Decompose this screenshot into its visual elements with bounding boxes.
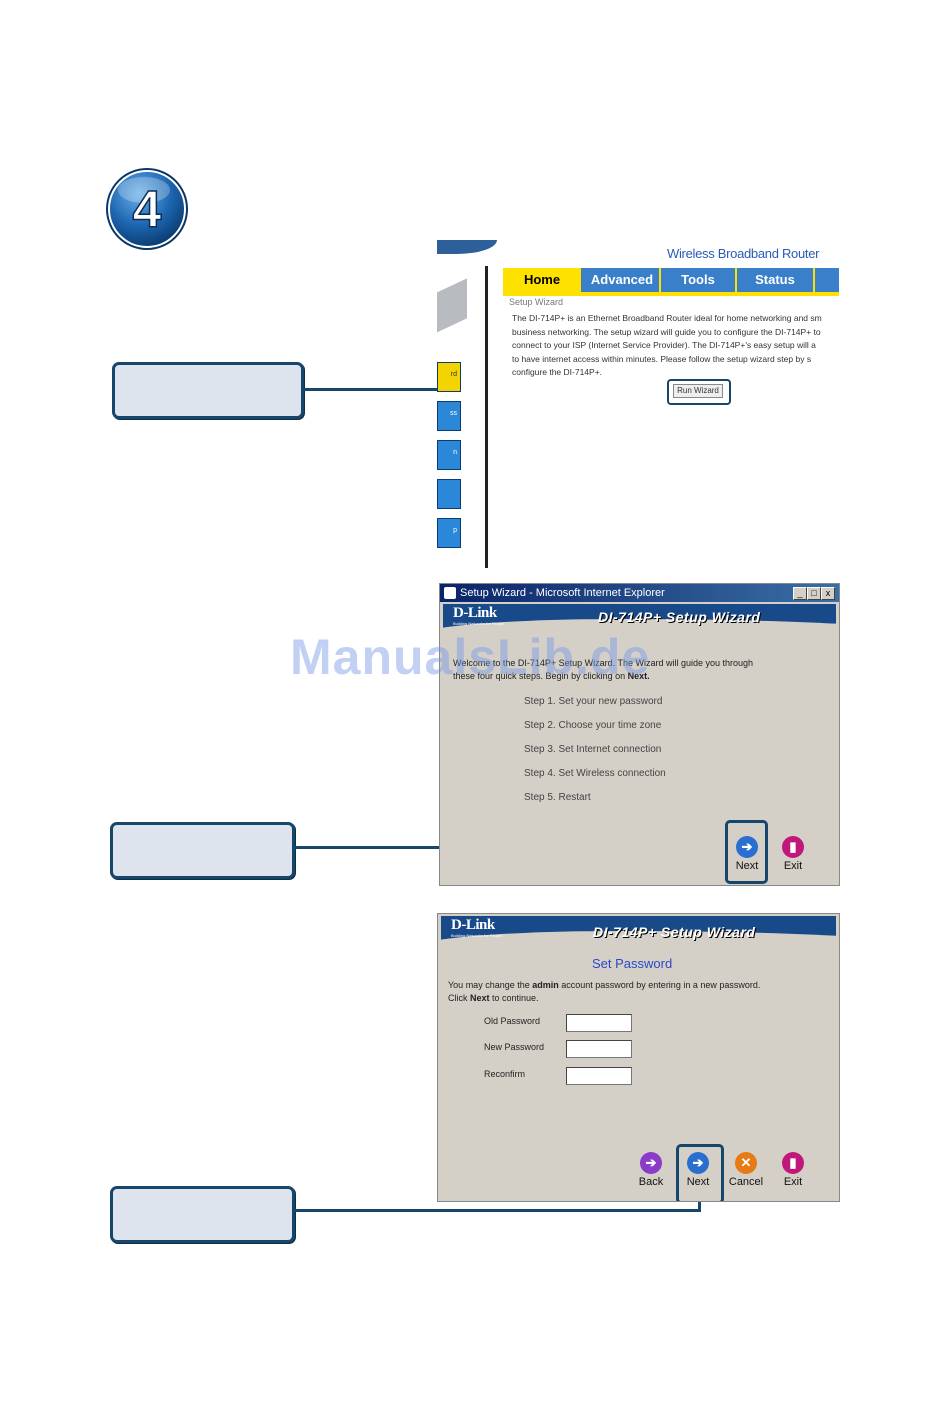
next-label: Next <box>686 1176 710 1188</box>
divider-line <box>485 266 488 568</box>
step-number-badge: 4 <box>106 168 188 250</box>
back-button[interactable]: ➔ Back <box>631 1152 671 1192</box>
desc-text: to continue. <box>489 993 539 1003</box>
step-item: Step 4. Set Wireless connection <box>524 768 666 779</box>
welcome-text-line2-a: these four quick steps. Begin by clickin… <box>453 671 628 681</box>
set-password-heading: Set Password <box>592 956 673 971</box>
router-device-image <box>437 278 467 342</box>
next-button[interactable]: ➔ Next <box>727 836 767 876</box>
tab-home[interactable]: Home <box>503 268 581 292</box>
password-desc-line1: You may change the admin account passwor… <box>448 980 760 990</box>
sidebar-button-wizard[interactable]: rd <box>437 362 461 392</box>
new-password-input[interactable] <box>566 1040 632 1058</box>
dlink-logo: D-Link <box>451 917 495 933</box>
new-password-label: New Password <box>484 1042 545 1052</box>
leader-line-next-2 <box>292 1209 701 1212</box>
wizard-banner: D-Link Building Networks for People DI-7… <box>441 916 836 946</box>
cancel-button[interactable]: ✕ Cancel <box>726 1152 766 1192</box>
tab-advanced[interactable]: Advanced <box>590 272 654 287</box>
minimize-button[interactable]: _ <box>793 587 807 600</box>
dlink-tagline: Building Networks for People <box>453 621 505 626</box>
router-home-screenshot: Wireless Broadband Router rd ss n p Home… <box>437 240 839 568</box>
callout-box-next-1 <box>110 822 295 879</box>
exit-label: Exit <box>783 860 803 872</box>
back-arrow-icon: ➔ <box>640 1152 662 1174</box>
reconfirm-password-input[interactable] <box>566 1067 632 1085</box>
password-desc-line2: Click Next to continue. <box>448 993 539 1003</box>
desc-admin: admin <box>532 980 559 990</box>
desc-next: Next <box>470 993 490 1003</box>
wizard-title: DI-714P+ Setup Wizard <box>598 609 761 625</box>
exit-door-icon: ▮ <box>782 836 804 858</box>
banner-wave <box>443 619 836 634</box>
tab-bar: Home Advanced Tools Status <box>503 268 839 292</box>
sidebar-button-wireless[interactable]: ss <box>437 401 461 431</box>
back-label: Back <box>638 1176 664 1188</box>
tab-status[interactable]: Status <box>755 272 795 287</box>
step-item: Step 5. Restart <box>524 792 591 803</box>
tab-separator <box>735 268 737 292</box>
product-brand: Wireless Broadband Router <box>667 246 820 261</box>
step-item: Step 1. Set your new password <box>524 696 663 707</box>
window-title: Setup Wizard - Microsoft Internet Explor… <box>460 587 665 599</box>
set-password-window: D-Link Building Networks for People DI-7… <box>437 913 840 1202</box>
dlink-tagline: Building Networks for People <box>451 933 503 938</box>
run-wizard-highlight: Run Wizard <box>667 379 731 405</box>
exit-button[interactable]: ▮ Exit <box>773 1152 813 1192</box>
window-title-bar: Setup Wizard - Microsoft Internet Explor… <box>440 584 839 602</box>
step-number: 4 <box>133 181 162 239</box>
ie-icon <box>444 587 456 599</box>
old-password-label: Old Password <box>484 1016 541 1026</box>
exit-button[interactable]: ▮ Exit <box>773 836 813 876</box>
step-item: Step 3. Set Internet connection <box>524 744 662 755</box>
desc-text: Click <box>448 993 470 1003</box>
wizard-title: DI-714P+ Setup Wizard <box>593 924 756 940</box>
tab-separator <box>659 268 661 292</box>
welcome-text-line2: these four quick steps. Begin by clickin… <box>453 671 650 681</box>
sidebar-button-wan[interactable]: n <box>437 440 461 470</box>
callout-box-run-wizard <box>112 362 304 419</box>
sidebar-button-dhcp[interactable]: p <box>437 518 461 548</box>
maximize-button[interactable]: □ <box>807 587 821 600</box>
next-label: Next <box>735 860 759 872</box>
desc-text: account password by entering in a new pa… <box>558 980 761 990</box>
setup-wizard-heading: Setup Wizard <box>509 297 564 307</box>
next-button-highlight <box>725 820 768 884</box>
step-item: Step 2. Choose your time zone <box>524 720 662 731</box>
exit-door-icon: ▮ <box>782 1152 804 1174</box>
next-button-highlight <box>676 1144 724 1201</box>
dlink-logo: D-Link <box>453 605 497 621</box>
header-swoosh <box>437 240 497 254</box>
close-button[interactable]: x <box>821 587 835 600</box>
old-password-input[interactable] <box>566 1014 632 1032</box>
watermark: ManualsLib.de <box>290 629 651 685</box>
tab-separator <box>813 268 815 292</box>
sidebar-button-lan[interactable] <box>437 479 461 509</box>
exit-label: Exit <box>783 1176 803 1188</box>
desc-text: You may change the <box>448 980 533 990</box>
welcome-text-line2-next: Next. <box>627 671 650 681</box>
leader-line-next-2-vertical <box>698 1198 701 1212</box>
next-arrow-icon: ➔ <box>736 836 758 858</box>
cancel-label: Cancel <box>728 1176 764 1188</box>
setup-wizard-window: Setup Wizard - Microsoft Internet Explor… <box>439 583 840 886</box>
cancel-x-icon: ✕ <box>735 1152 757 1174</box>
setup-wizard-description: The DI-714P+ is an Ethernet Broadband Ro… <box>512 313 822 377</box>
welcome-text-line1: Welcome to the DI-714P+ Setup Wizard. Th… <box>453 658 754 668</box>
callout-box-next-2 <box>110 1186 295 1243</box>
run-wizard-button[interactable]: Run Wizard <box>673 384 723 398</box>
tab-underline <box>503 292 839 296</box>
reconfirm-label: Reconfirm <box>484 1069 526 1079</box>
tab-tools[interactable]: Tools <box>681 272 715 287</box>
banner-wave <box>441 931 836 946</box>
next-button[interactable]: ➔ Next <box>678 1152 718 1192</box>
wizard-banner: D-Link Building Networks for People DI-7… <box>443 604 836 634</box>
next-arrow-icon: ➔ <box>687 1152 709 1174</box>
